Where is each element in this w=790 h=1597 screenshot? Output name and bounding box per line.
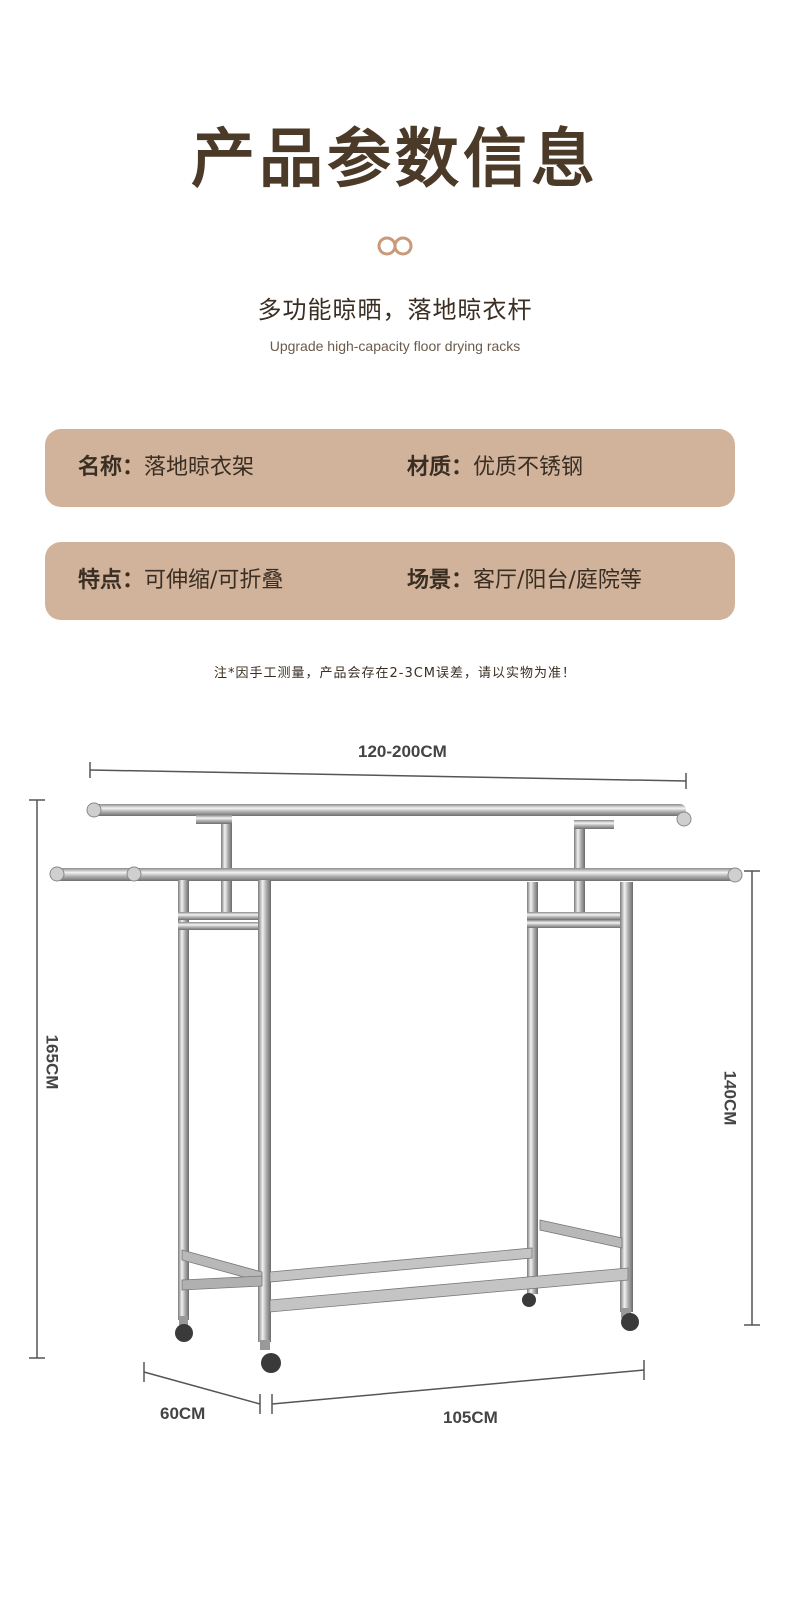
spec-row-feature-scene: 特点：可伸缩/可折叠 场景：客厅/阳台/庭院等 bbox=[45, 542, 735, 620]
caster-wheels bbox=[175, 1293, 639, 1373]
spec-feature-value: 可伸缩/可折叠 bbox=[144, 568, 284, 593]
spec-scene-key: 场景： bbox=[407, 568, 474, 593]
back-top-rail bbox=[92, 804, 686, 816]
spec-material: 材质：优质不锈钢 bbox=[407, 429, 583, 507]
spec-name-value: 落地晾衣架 bbox=[144, 455, 255, 480]
dim-right-height: 140CM bbox=[720, 1070, 740, 1126]
measurement-note: 注*因手工测量，产品会存在2-3CM误差，请以实物为准！ bbox=[213, 666, 577, 681]
subtitle-chinese: 多功能晾晒，落地晾衣杆 bbox=[257, 296, 533, 324]
dim-top-width: 120-200CM bbox=[358, 742, 447, 761]
spec-feature: 特点：可伸缩/可折叠 bbox=[78, 542, 283, 620]
dim-left-height: 165CM bbox=[42, 1034, 62, 1090]
spec-material-key: 材质： bbox=[407, 455, 474, 480]
drying-rack-illustration bbox=[29, 762, 760, 1414]
dim-length: 105CM bbox=[443, 1408, 498, 1427]
front-top-rail bbox=[54, 868, 738, 881]
spec-material-value: 优质不锈钢 bbox=[473, 455, 584, 480]
spec-name: 名称：落地晾衣架 bbox=[78, 429, 254, 507]
spec-feature-key: 特点： bbox=[78, 568, 145, 593]
dimension-lines bbox=[29, 762, 760, 1414]
subtitle-english: Upgrade high-capacity floor drying racks bbox=[269, 338, 521, 354]
dim-depth: 60CM bbox=[160, 1404, 206, 1423]
spec-scene-value: 客厅/阳台/庭院等 bbox=[473, 568, 642, 593]
spec-row-name-material: 名称：落地晾衣架 材质：优质不锈钢 bbox=[45, 429, 735, 507]
ornament-icon bbox=[377, 236, 413, 256]
page-title: 产品参数信息 bbox=[191, 123, 599, 197]
spec-scene: 场景：客厅/阳台/庭院等 bbox=[407, 542, 642, 620]
spec-name-key: 名称： bbox=[78, 455, 145, 480]
